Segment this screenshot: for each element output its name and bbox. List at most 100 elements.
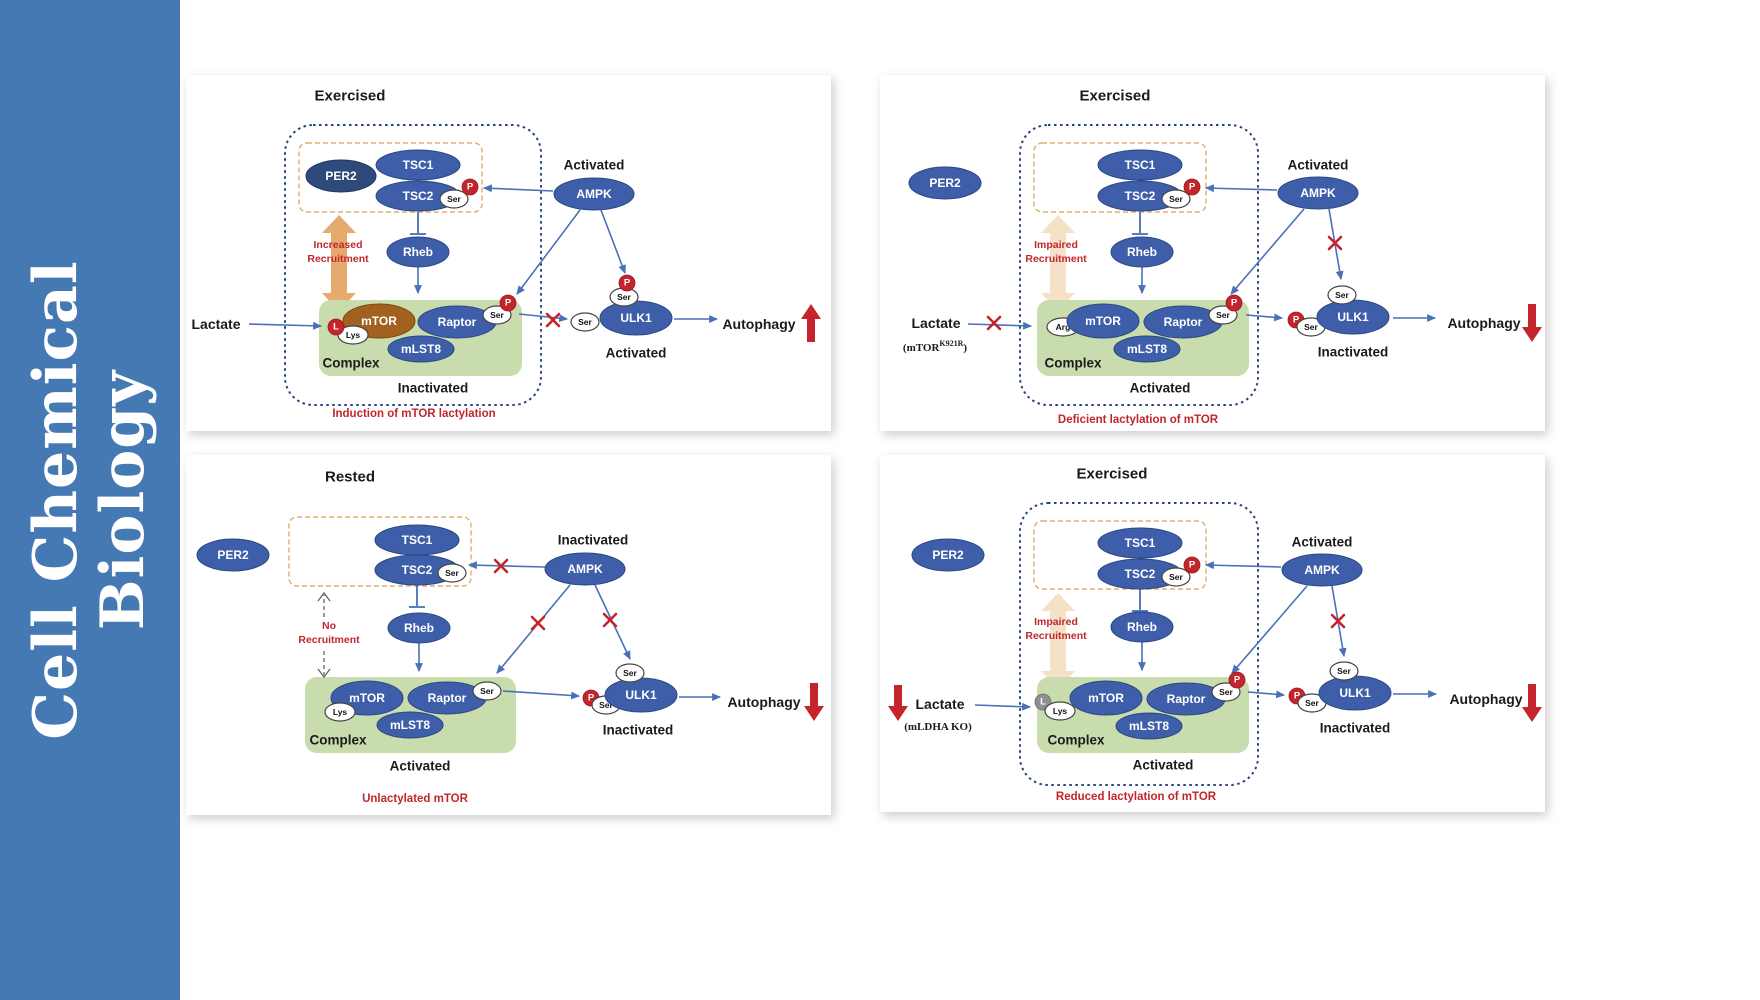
arrow-ampk-to-complex (516, 209, 581, 295)
mlst8-label: mLST8 (1129, 719, 1169, 733)
ser-label: Ser (490, 310, 504, 320)
recruitment-label-line1: No (322, 620, 336, 632)
mtor-lys-site: Lys (324, 702, 356, 722)
lys-label: Lys (333, 707, 348, 717)
rheb-label: Rheb (403, 245, 433, 259)
mlst8-label: mLST8 (1127, 342, 1167, 356)
per2-label: PER2 (217, 548, 249, 562)
mtor-node: mTOR (1069, 680, 1143, 716)
pathway-diagram-rested: PER2 TSC1 TSC2 Ser AMPK Rheb mTOR Lys Ra… (196, 469, 824, 805)
panel-caption: Induction of mTOR lactylation (332, 408, 495, 420)
arrow-ampk-to-tsc2 (467, 561, 546, 570)
recruitment-label-line2: Recruitment (1025, 630, 1087, 642)
autophagy-down-arrow-icon (1522, 684, 1542, 722)
recruitment-label-line1: Increased (313, 239, 362, 251)
ulk1-state-label: Activated (606, 346, 667, 361)
tsc2-node: TSC2 (1097, 558, 1183, 590)
recruitment-label-line1: Impaired (1034, 239, 1078, 251)
recruitment-arrow-icon (322, 215, 356, 311)
arrow-complex-to-ulk1 (502, 690, 581, 700)
rheb-label: Rheb (404, 621, 434, 635)
lactate-mutant-label: (mTORK921R) (903, 339, 967, 355)
arrow-lactate-to-complex (974, 702, 1032, 711)
ampk-label: AMPK (567, 562, 603, 576)
ser-label: Ser (1335, 290, 1349, 300)
ulk1-label: ULK1 (1339, 686, 1371, 700)
rheb-node: Rheb (387, 612, 451, 644)
mlst8-label: mLST8 (401, 342, 441, 356)
tsc2-label: TSC2 (403, 189, 434, 203)
complex-state-label: Activated (1133, 758, 1194, 773)
recruitment-label-line2: Recruitment (1025, 253, 1087, 265)
arrow-lactate-to-complex (967, 321, 1033, 330)
arrow-ampk-to-complex (1231, 585, 1308, 674)
ser-label: Ser (623, 668, 637, 678)
ulk1-state-label: Inactivated (603, 723, 674, 738)
phospho-label: P (588, 693, 595, 704)
ser-label: Ser (445, 568, 459, 578)
condition-title: Exercised (315, 88, 386, 105)
journal-title-line2: Biology (88, 369, 158, 631)
per2-node: PER2 (908, 166, 982, 200)
raptor-label: Raptor (1167, 692, 1206, 706)
no-recruitment-up-arrow-icon (317, 591, 331, 617)
rheb-node: Rheb (1110, 236, 1174, 268)
arrow-ampk-to-ulk1 (600, 209, 626, 275)
ampk-label: AMPK (576, 187, 612, 201)
mtor-label: mTOR (1085, 314, 1121, 328)
mtor-node: mTOR (1066, 303, 1140, 339)
autophagy-label: Autophagy (1449, 691, 1522, 707)
complex-label: Complex (322, 356, 380, 371)
panel-exercised-mldha-ko: PER2 TSC1 TSC2 Ser P AMPK Rheb L Lys mTO… (880, 455, 1545, 812)
lys-label: Lys (1053, 706, 1068, 716)
complex-state-label: Activated (1130, 381, 1191, 396)
tsc2-ser-site: Ser (1161, 567, 1191, 587)
panel-rested-unlactylated: PER2 TSC1 TSC2 Ser AMPK Rheb mTOR Lys Ra… (186, 455, 831, 815)
mlst8-node: mLST8 (1113, 335, 1181, 363)
lys-label: Lys (346, 330, 361, 340)
tsc2-label: TSC2 (402, 563, 433, 577)
raptor-ser-site: Ser (482, 305, 512, 325)
condition-title: Exercised (1080, 88, 1151, 105)
ser-label: Ser (599, 700, 613, 710)
journal-title-line1: Cell Chemical (20, 260, 91, 740)
raptor-label: Raptor (428, 691, 467, 705)
arrow-complex-to-ulk1 (518, 313, 569, 323)
autophagy-down-arrow-icon (804, 683, 824, 721)
blocked-x-ampk-tsc2-icon (493, 558, 509, 574)
complex-label: Complex (1044, 356, 1102, 371)
recruitment-zone-box (288, 516, 472, 587)
recruitment-zone-box (1033, 142, 1207, 213)
mlst8-node: mLST8 (387, 335, 455, 363)
raptor-phospho-badge: P (499, 294, 517, 312)
pathway-diagram-exercised-induction: PER2 TSC1 TSC2 Ser P AMPK Rheb mTOR Lys … (191, 88, 821, 420)
rheb-label: Rheb (1127, 245, 1157, 259)
ulk1-left-ser-site: Ser (570, 312, 600, 332)
arrow-complex-to-ulk1 (1247, 690, 1286, 699)
tsc1-label: TSC1 (402, 533, 433, 547)
recruitment-zone-box (298, 142, 483, 213)
ampk-label: AMPK (1300, 186, 1336, 200)
tsc1-node: TSC1 (1097, 527, 1183, 559)
per2-node: PER2 (911, 538, 985, 572)
tsc2-ser-site: Ser (439, 189, 469, 209)
ampk-state-label: Activated (1292, 535, 1353, 550)
autophagy-down-arrow-icon (1522, 304, 1542, 342)
raptor-ser-site: Ser (472, 681, 502, 701)
journal-title: Cell Chemical Biology (0, 0, 180, 1000)
raptor-node: Raptor (407, 681, 487, 715)
rheb-node: Rheb (386, 236, 450, 268)
raptor-ser-site: Ser (1211, 682, 1241, 702)
lactyl-label: L (333, 322, 339, 333)
ampk-node: AMPK (1281, 553, 1363, 587)
blocked-x-icon (545, 312, 561, 328)
ser-label: Ser (480, 686, 494, 696)
condition-title: Rested (325, 469, 375, 486)
arrow-ampk-to-tsc2 (1204, 184, 1278, 193)
journal-banner: Cell Chemical Biology (0, 0, 180, 1000)
autophagy-label: Autophagy (727, 694, 800, 710)
lactyl-label: L (1040, 697, 1046, 708)
blocked-x-ampk-ulk1-icon (1327, 235, 1343, 251)
ampk-state-label: Inactivated (558, 533, 629, 548)
